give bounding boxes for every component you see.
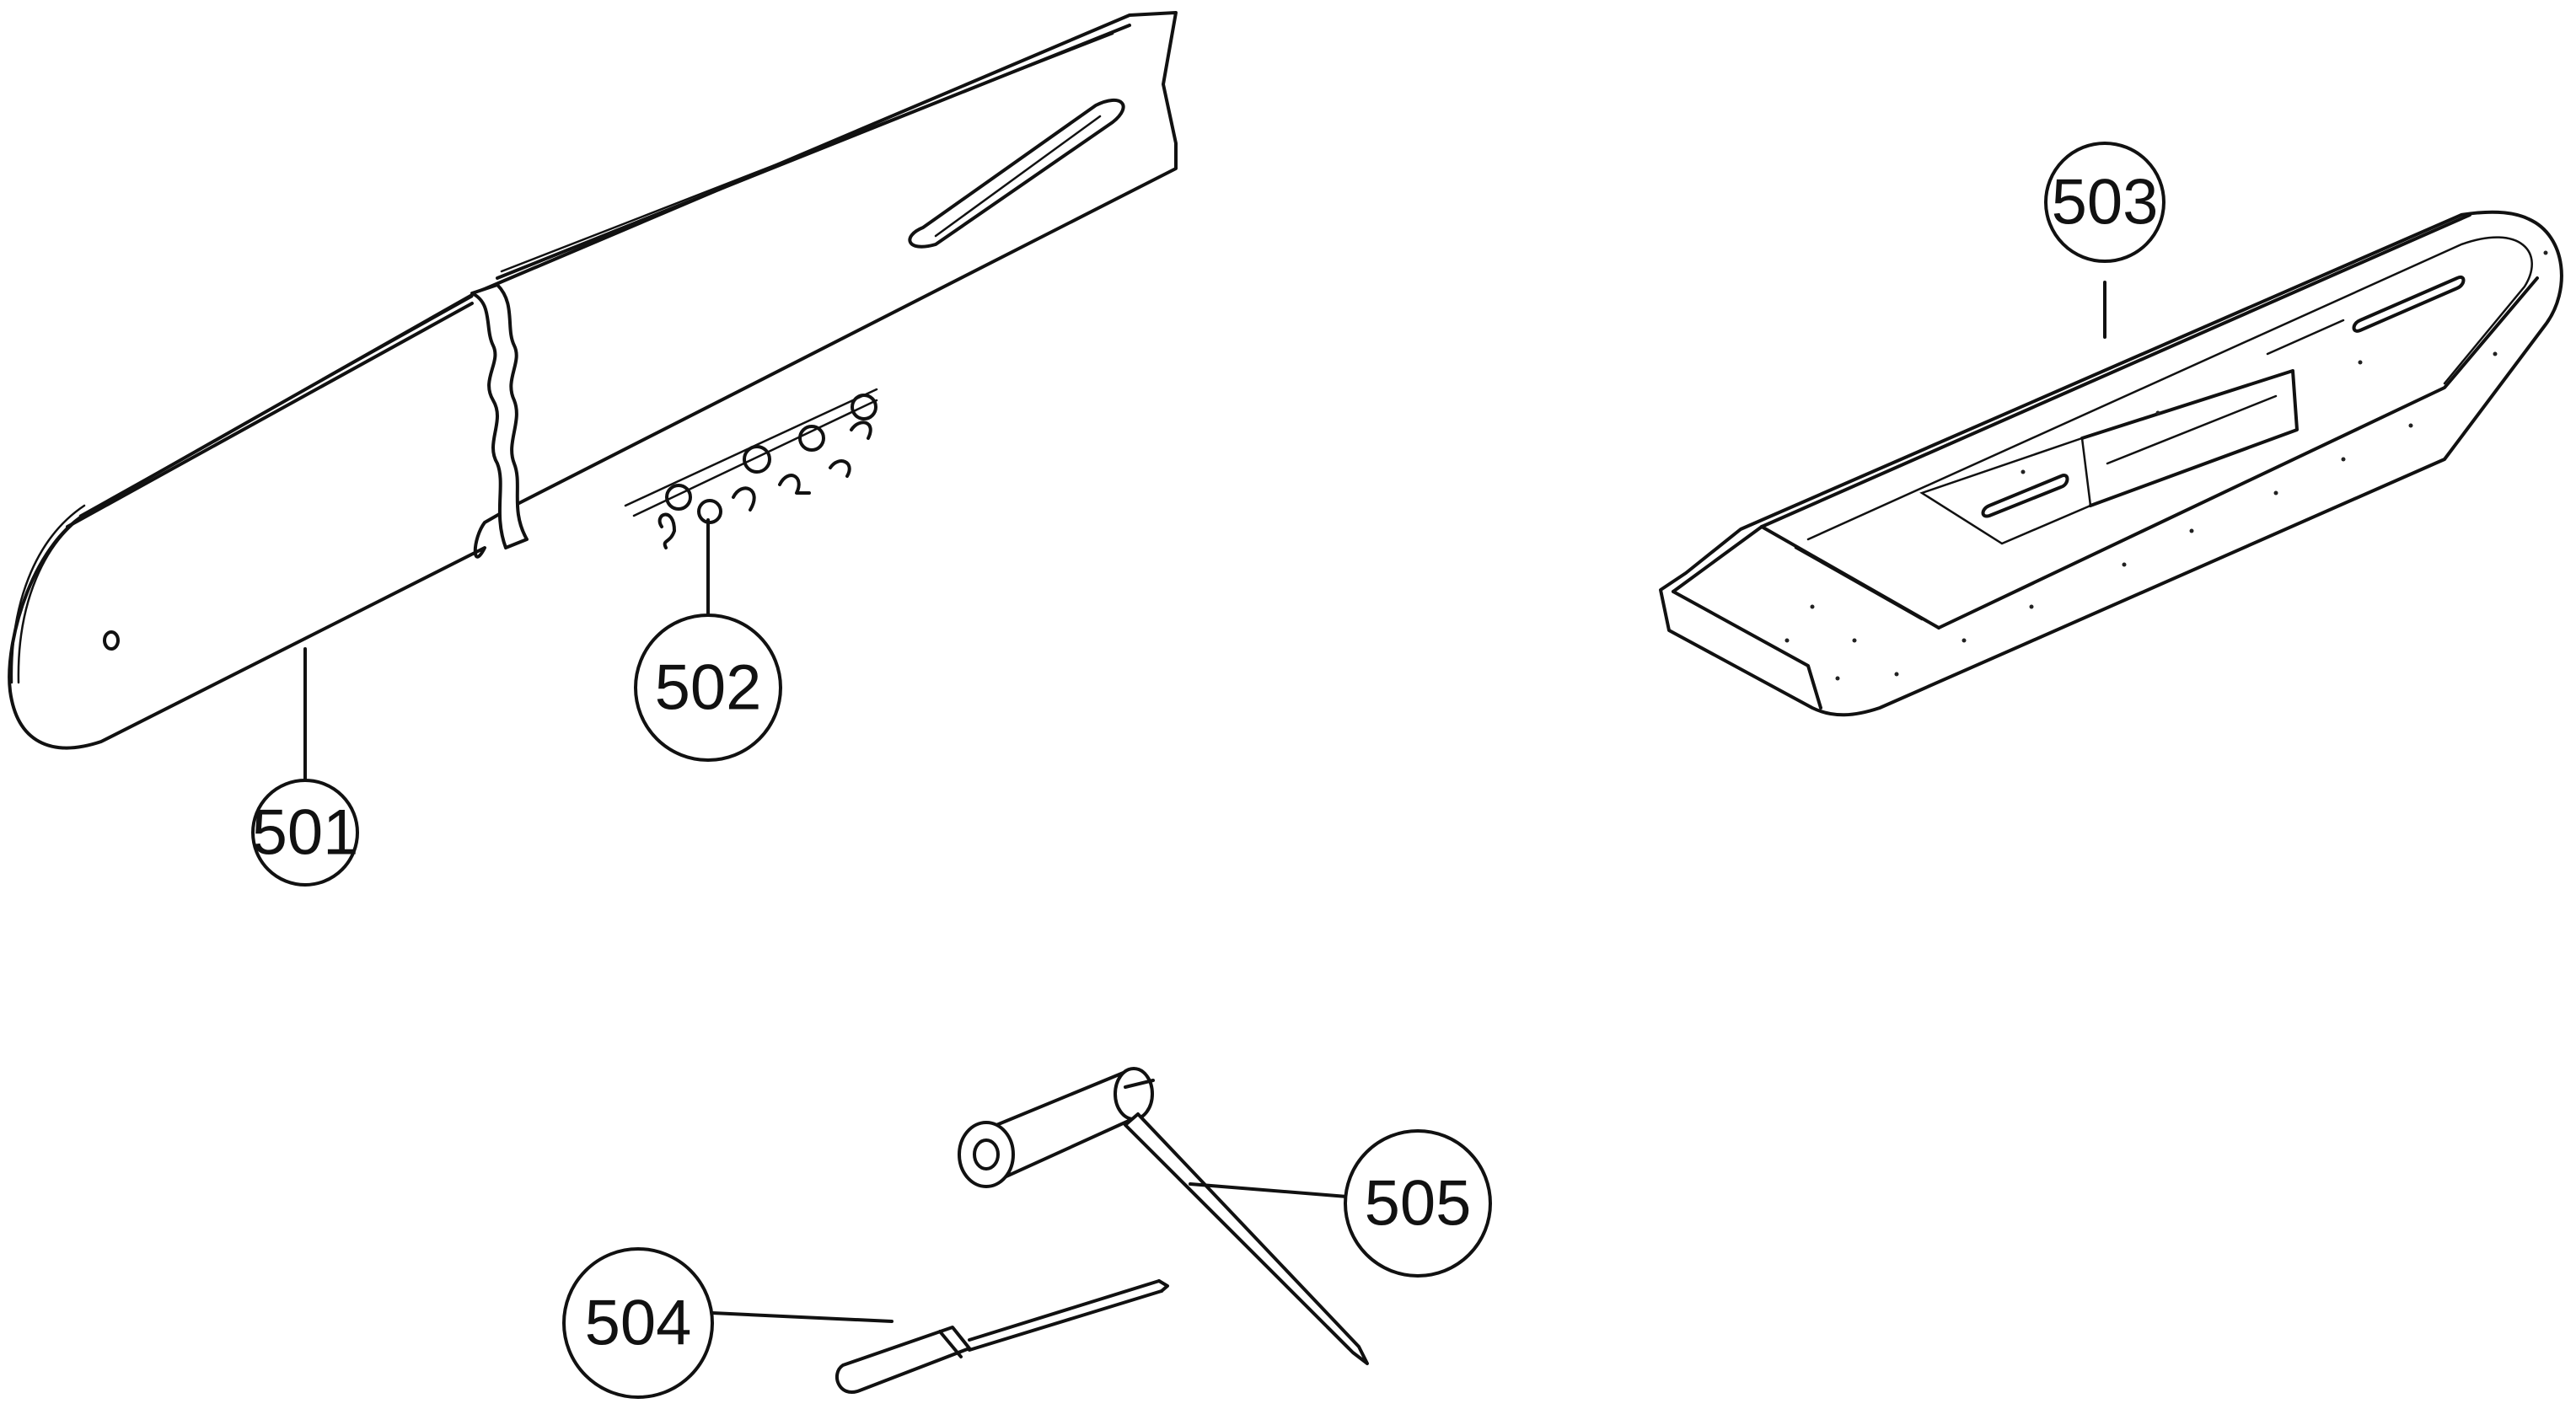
callout-501: 501 — [251, 779, 359, 887]
combination-wrench-drawing — [958, 1067, 1369, 1365]
callout-502-label: 502 — [655, 652, 762, 724]
bar-cover-drawing — [1659, 210, 2563, 717]
callout-502: 502 — [634, 613, 782, 762]
callout-504: 504 — [562, 1247, 714, 1399]
callout-505-label: 505 — [1365, 1168, 1472, 1240]
leader-505 — [1189, 1182, 1349, 1198]
callout-501-label: 501 — [252, 797, 359, 869]
callout-503: 503 — [2044, 142, 2165, 263]
callout-503-label: 503 — [2052, 167, 2159, 238]
leader-504 — [711, 1311, 894, 1323]
callout-505: 505 — [1344, 1129, 1492, 1278]
stipple-texture — [1784, 250, 2548, 681]
guide-bar-drawing — [8, 11, 1178, 750]
callout-504-label: 504 — [585, 1288, 692, 1359]
saw-chain-drawing — [624, 388, 878, 549]
screwdriver-drawing — [835, 1279, 1169, 1394]
